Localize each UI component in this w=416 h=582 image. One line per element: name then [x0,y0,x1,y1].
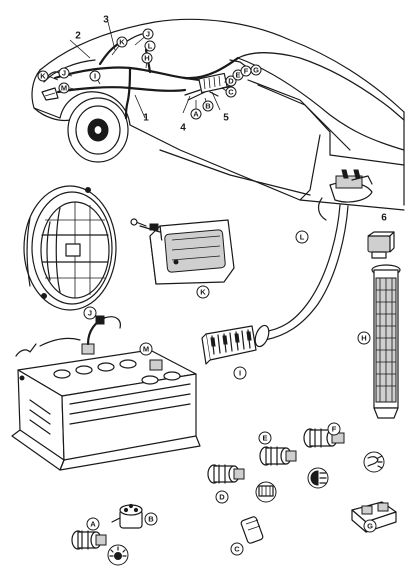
callout-a-label: A [90,520,96,529]
switch-a [71,530,107,550]
callout-c-label: C [234,545,240,554]
car-callout-k-left-label: K [40,72,46,81]
fuse-box [201,325,257,365]
car-callout-m: M [58,82,70,94]
callout-l: L [295,230,309,244]
rear-fog-symbol [307,467,329,489]
car-callout-c-label: C [228,88,234,97]
rear-defrost-symbol [255,481,277,503]
callout-c: C [230,542,244,556]
callout-m: M [139,342,153,356]
callout-g-label: G [367,522,373,531]
fog-lamp-symbol [363,451,385,473]
callout-j-label: J [88,309,92,318]
car-callout-d-label: D [228,77,234,86]
car-fuse-block [184,72,239,101]
car-callout-g-label: G [253,66,259,75]
battery [11,315,201,471]
car-callout-j-top-label: J [146,30,150,39]
car-callout-i: I [89,70,101,82]
callout-d: D [215,490,229,504]
switch-d [207,464,245,484]
part-number-6: 6 [381,213,387,224]
callout-i: I [233,366,247,380]
callout-d-label: D [219,493,225,502]
car-callout-a: A [190,108,202,120]
callout-k-label: K [200,288,206,297]
car-callout-k-left: K [37,70,49,82]
switch-f [303,428,345,448]
callout-k: K [196,285,210,299]
car-callout-f-label: F [244,67,249,76]
callout-b-label: B [148,515,154,524]
fog-lamp [130,218,235,285]
callout-h-label: H [361,334,366,343]
callout-f-label: F [332,425,337,434]
callout-i-label: I [239,369,241,378]
part-number-1: 1 [143,113,149,124]
callout-l-label: L [300,233,305,242]
car-callout-h-label: H [144,54,149,63]
cap-part-6 [367,231,395,259]
callout-m-label: M [143,345,149,354]
callout-e-label: E [262,434,267,443]
part-number-4: 4 [180,123,186,134]
car-callout-l-top-label: L [148,42,153,51]
fuel-sender [371,264,401,419]
part-number-5: 5 [223,113,229,124]
callout-b: B [144,512,158,526]
car-callout-k: K [116,36,128,48]
car-callout-c: C [225,86,237,98]
car-callout-h: H [141,52,153,64]
part-number-2: 2 [75,31,81,42]
car-callout-b: B [202,100,214,112]
car-callout-f: F [240,65,252,77]
callout-h: H [357,331,371,345]
car-callout-i-label: I [94,72,96,81]
car-callout-l-top: L [144,40,156,52]
car-callout-k-label: K [119,38,125,47]
part-number-3: 3 [103,15,109,26]
switch-b [111,503,143,529]
car-callout-a-label: A [193,110,199,119]
light-bulb-symbol [107,544,129,566]
air-horn [254,169,373,348]
car-callout-j-left: J [58,67,70,79]
car-callout-e-label: E [235,71,240,80]
car-callout-g: G [250,64,262,76]
callout-j: J [83,306,97,320]
car-callout-m-label: M [61,84,67,93]
callout-g: G [363,519,377,533]
callout-e: E [258,431,272,445]
rear-wheel [67,97,129,163]
callout-a: A [86,517,100,531]
car-body-outline [31,18,405,211]
switch-e [259,446,297,466]
car-callout-d: D [225,75,237,87]
car-callout-j-top: J [142,28,154,40]
callout-f: F [327,422,341,436]
bulb-c [240,516,264,544]
headlight-assembly [23,185,117,311]
car-callout-b-label: B [205,102,211,111]
car-callout-j-left-label: J [62,69,66,78]
